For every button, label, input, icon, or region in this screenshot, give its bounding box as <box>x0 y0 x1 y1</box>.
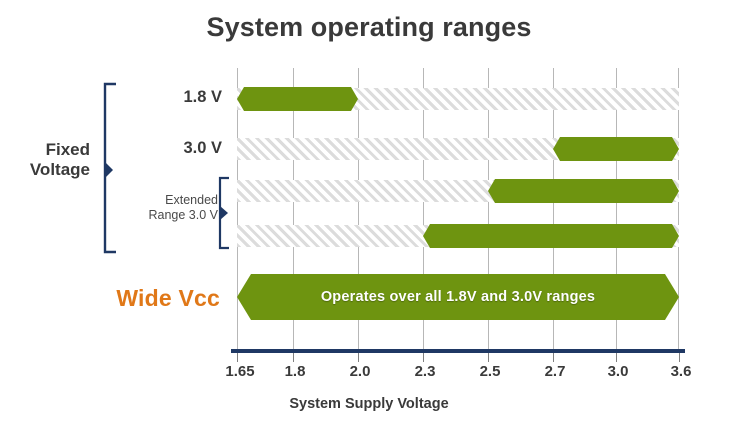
plot-area: Operates over all 1.8V and 3.0V ranges <box>237 68 679 352</box>
bracket-fixed-voltage <box>100 82 120 254</box>
x-axis-line <box>231 349 685 353</box>
x-axis-title: System Supply Voltage <box>289 396 449 412</box>
tick-label-2-5: 2.5 <box>479 363 501 380</box>
gridline-2-5 <box>488 68 489 352</box>
group-label-wide-vcc: Wide Vcc <box>116 285 220 311</box>
tick-mark-3-0 <box>616 353 617 362</box>
tick-label-1-65: 1.65 <box>225 363 255 380</box>
tick-label-3-6: 3.6 <box>670 363 692 380</box>
gridline-2-7 <box>553 68 554 352</box>
tick-label-1-8: 1.8 <box>284 363 306 380</box>
tick-mark-3-6 <box>679 353 680 362</box>
tick-mark-2-3 <box>423 353 424 362</box>
bar-row-1-8v[interactable] <box>237 87 358 111</box>
row-label-1-8v: 1.8 V <box>183 88 222 106</box>
bar-row-wide-vcc[interactable]: Operates over all 1.8V and 3.0V ranges <box>237 274 679 320</box>
group-label-fixed-voltage-line1: Fixed <box>45 140 90 159</box>
tick-mark-2-0 <box>358 353 359 362</box>
gridline-1-8 <box>293 68 294 352</box>
tick-mark-1-65 <box>237 353 238 362</box>
tick-label-2-3: 2.3 <box>414 363 436 380</box>
page-title: System operating ranges <box>206 12 532 42</box>
bar-row-extended-2-3[interactable] <box>423 224 679 248</box>
tick-label-2-0: 2.0 <box>349 363 371 380</box>
tick-mark-2-7 <box>553 353 554 362</box>
tick-label-2-7: 2.7 <box>544 363 566 380</box>
tick-label-3-0: 3.0 <box>607 363 629 380</box>
bar-row-extended-2-5[interactable] <box>488 179 679 203</box>
bracket-extended-range <box>216 176 232 250</box>
row-label-3-0v: 3.0 V <box>183 139 222 157</box>
tick-mark-2-5 <box>488 353 489 362</box>
group-label-extended-range-line1: Extended <box>165 193 218 207</box>
group-label-fixed-voltage-line2: Voltage <box>29 160 90 179</box>
group-label-extended-range: Extended Range 3.0 V <box>110 193 219 223</box>
gridline-2-3 <box>423 68 424 352</box>
gridline-3-6 <box>678 68 679 352</box>
bar-row-3-0v[interactable] <box>553 137 679 161</box>
gridline-3-0 <box>616 68 617 352</box>
gridline-2-0 <box>358 68 359 352</box>
group-label-fixed-voltage: Fixed Voltage <box>10 140 90 180</box>
gridline-1-65 <box>237 68 238 352</box>
bar-row-wide-vcc-label: Operates over all 1.8V and 3.0V ranges <box>320 289 596 305</box>
group-label-extended-range-line2: Range 3.0 V <box>148 208 219 222</box>
tick-mark-1-8 <box>293 353 294 362</box>
